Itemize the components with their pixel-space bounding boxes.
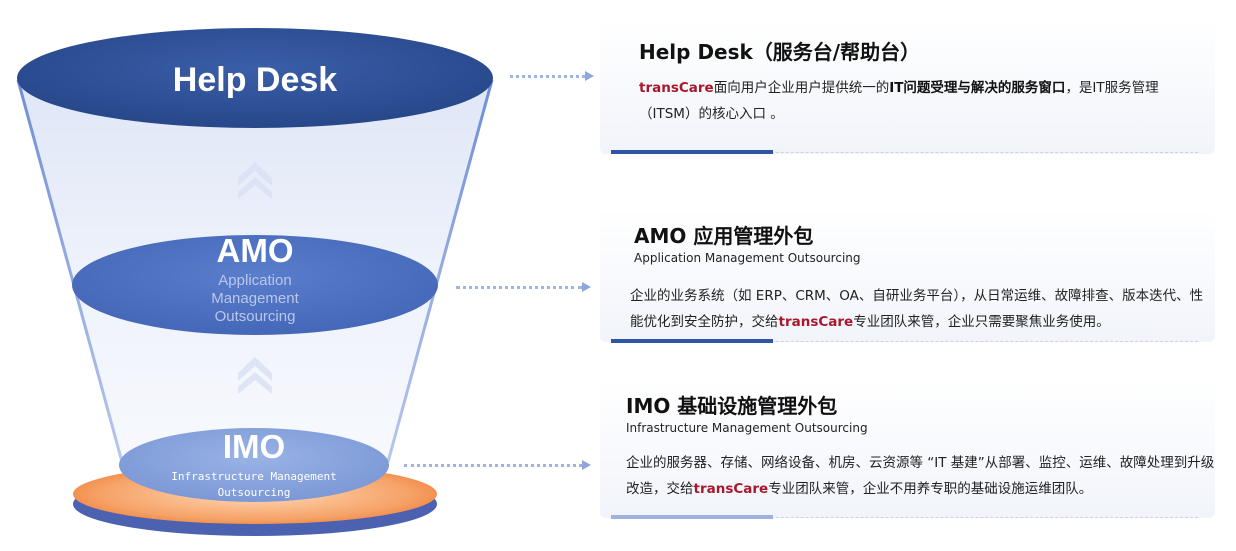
help-desk-funnel-label: Help Desk xyxy=(173,61,337,99)
chevron-up-icon xyxy=(238,357,272,394)
help-desk-ellipse xyxy=(17,28,493,128)
amo-divider xyxy=(611,339,1198,343)
funnel-right-edge xyxy=(386,79,494,463)
chevron-up-icon xyxy=(238,162,272,199)
connector-arrow-help-desk xyxy=(510,71,594,81)
help-desk-title: Help Desk（服务台/帮助台） xyxy=(639,40,921,64)
amo-card: AMO 应用管理外包 Application Management Outsou… xyxy=(600,208,1215,342)
amo-title: AMO 应用管理外包 xyxy=(634,224,814,248)
imo-subtitle: Infrastructure Management Outsourcing xyxy=(626,421,868,435)
brand-name: transCare xyxy=(693,481,769,497)
imo-funnel-sub: Outsourcing xyxy=(218,486,291,499)
funnel-diagram: Help Desk AMO Application Management Out… xyxy=(16,28,494,536)
amo-funnel-sub: Application xyxy=(218,272,291,289)
funnel-left-edge xyxy=(16,79,124,463)
imo-description: 企业的服务器、存储、网络设备、机房、云资源等 “IT 基建”从部署、监控、运维、… xyxy=(626,455,1215,497)
imo-funnel-label: IMO xyxy=(223,428,285,465)
highlight-text: IT问题受理与解决的服务窗口 xyxy=(889,80,1066,96)
amo-funnel-sub: Outsourcing xyxy=(215,308,296,325)
imo-divider xyxy=(611,515,1198,519)
brand-name: transCare xyxy=(639,80,714,96)
connector-arrow-imo xyxy=(404,460,591,470)
imo-ellipse xyxy=(119,428,389,502)
imo-funnel-sub: Infrastructure Management xyxy=(171,470,337,483)
imo-card: IMO 基础设施管理外包 Infrastructure Management O… xyxy=(600,378,1215,518)
connector-arrow-amo xyxy=(456,282,591,292)
help-desk-card: Help Desk（服务台/帮助台） transCare面向用户企业用户提供统一… xyxy=(600,18,1215,154)
amo-funnel-sub: Management xyxy=(211,290,299,307)
amo-ellipse xyxy=(72,235,438,335)
brand-name: transCare xyxy=(778,314,854,330)
help-desk-divider xyxy=(611,150,1198,154)
imo-title: IMO 基础设施管理外包 xyxy=(626,394,838,418)
amo-subtitle: Application Management Outsourcing xyxy=(634,251,861,265)
amo-description: 企业的业务系统（如 ERP、CRM、OA、自研业务平台），从日常运维、故障排查、… xyxy=(630,288,1204,330)
amo-funnel-label: AMO xyxy=(217,232,294,269)
help-desk-description: transCare面向用户企业用户提供统一的IT问题受理与解决的服务窗口，是IT… xyxy=(639,80,1159,122)
